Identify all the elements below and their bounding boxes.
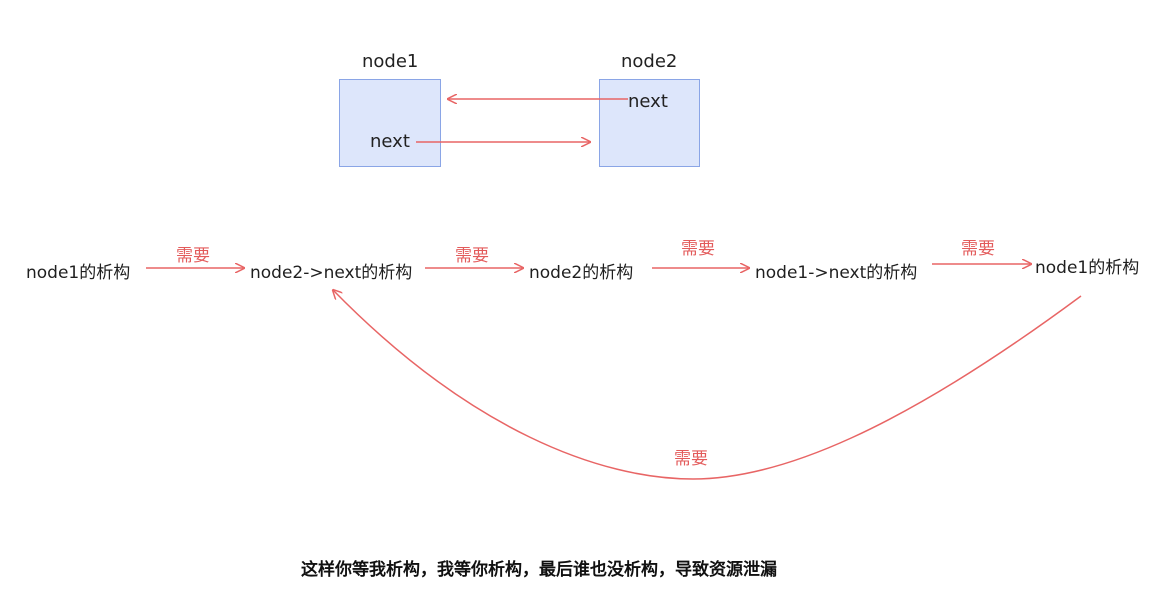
step-node1-destruct: node1的析构: [26, 263, 131, 283]
node2-title: node2: [621, 51, 678, 72]
node1-box: [339, 79, 441, 167]
edge-label-1: 需要: [176, 246, 210, 266]
step-node1-destruct-again: node1的析构: [1035, 258, 1140, 278]
step-node2-next-destruct: node2->next的析构: [250, 263, 413, 283]
node1-next-field: next: [370, 131, 410, 152]
edge-label-4: 需要: [961, 239, 995, 259]
node2-box: [599, 79, 700, 167]
node1-title: node1: [362, 51, 419, 72]
step-node2-destruct: node2的析构: [529, 263, 634, 283]
edge-label-2: 需要: [455, 246, 489, 266]
node2-next-field: next: [628, 91, 668, 112]
step-node1-next-destruct: node1->next的析构: [755, 263, 918, 283]
caption: 这样你等我析构，我等你析构，最后谁也没析构，导致资源泄漏: [301, 560, 777, 580]
edge-label-3: 需要: [681, 239, 715, 259]
loop-edge-label: 需要: [674, 449, 708, 469]
